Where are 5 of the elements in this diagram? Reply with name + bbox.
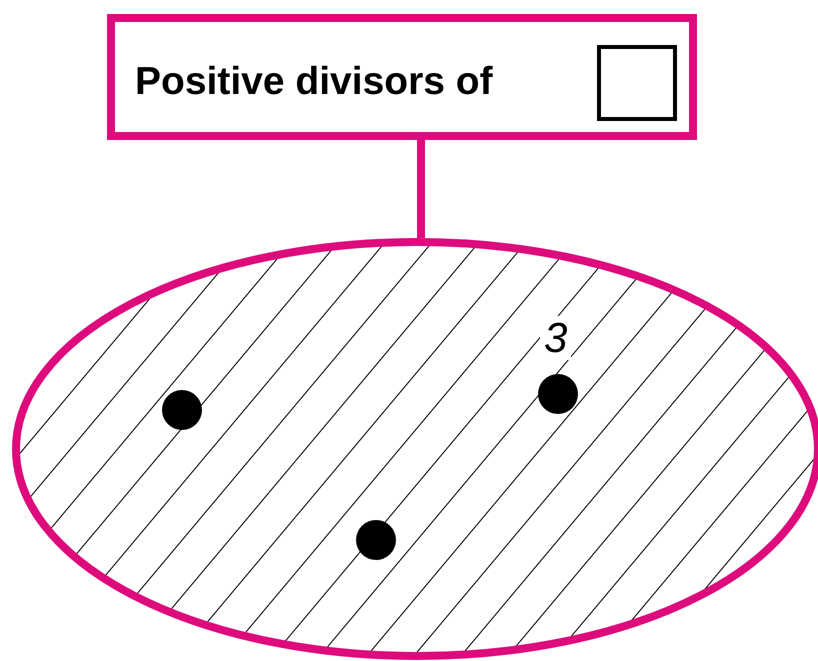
title-box xyxy=(107,14,697,140)
answer-box xyxy=(597,45,677,121)
title-text: Positive divisors of xyxy=(135,62,493,102)
dot-label: 3 xyxy=(540,316,572,360)
connector-line xyxy=(417,140,425,238)
